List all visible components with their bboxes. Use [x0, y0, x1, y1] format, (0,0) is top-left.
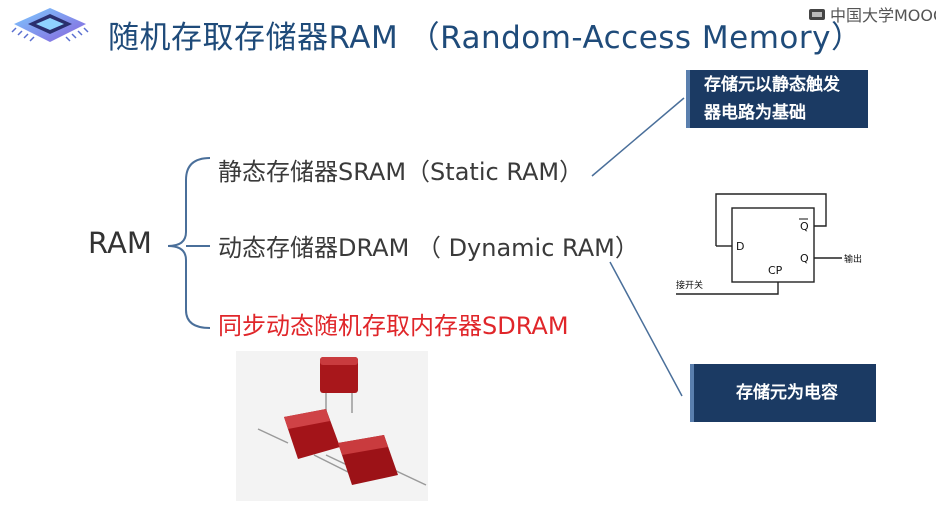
brace [167, 157, 211, 329]
item-sram: 静态存储器SRAM（Static RAM） [218, 158, 584, 186]
capacitor-right [338, 435, 398, 485]
root-label-ram: RAM [88, 226, 152, 260]
note-dram-text: 存储元为电容 [736, 383, 838, 403]
mooc-watermark: 中国大学MOOC [808, 2, 936, 26]
capacitor-top [320, 357, 358, 393]
sram-pointer-line [591, 97, 685, 177]
note-sram: 存储元以静态触发 器电路为基础 [686, 70, 868, 128]
page-title: 随机存取存储器RAM （Random-Access Memory） [108, 20, 863, 56]
capacitor-left [284, 409, 340, 459]
label-d: D [736, 240, 744, 253]
note-sram-line2: 器电路为基础 [704, 103, 806, 123]
mooc-logo-icon [809, 9, 825, 20]
dram-pointer-line [609, 261, 683, 397]
label-cp: CP [768, 264, 783, 277]
watermark-text: 中国大学MOOC [830, 6, 936, 25]
item-sdram: 同步动态随机存取内存器SDRAM [218, 312, 569, 340]
chip-logo-icon [11, 4, 89, 42]
capacitor-photo [236, 351, 428, 501]
note-dram: 存储元为电容 [690, 364, 876, 422]
item-dram: 动态存储器DRAM （ Dynamic RAM） [218, 234, 639, 262]
note-sram-line1: 存储元以静态触发 [704, 75, 840, 95]
label-q: Q [800, 252, 809, 265]
label-switch: 接开关 [676, 279, 703, 291]
label-q-bar: Q [800, 220, 809, 233]
d-flipflop-diagram: D Q Q CP 输出 接开关 [676, 193, 862, 295]
label-output: 输出 [844, 253, 862, 265]
